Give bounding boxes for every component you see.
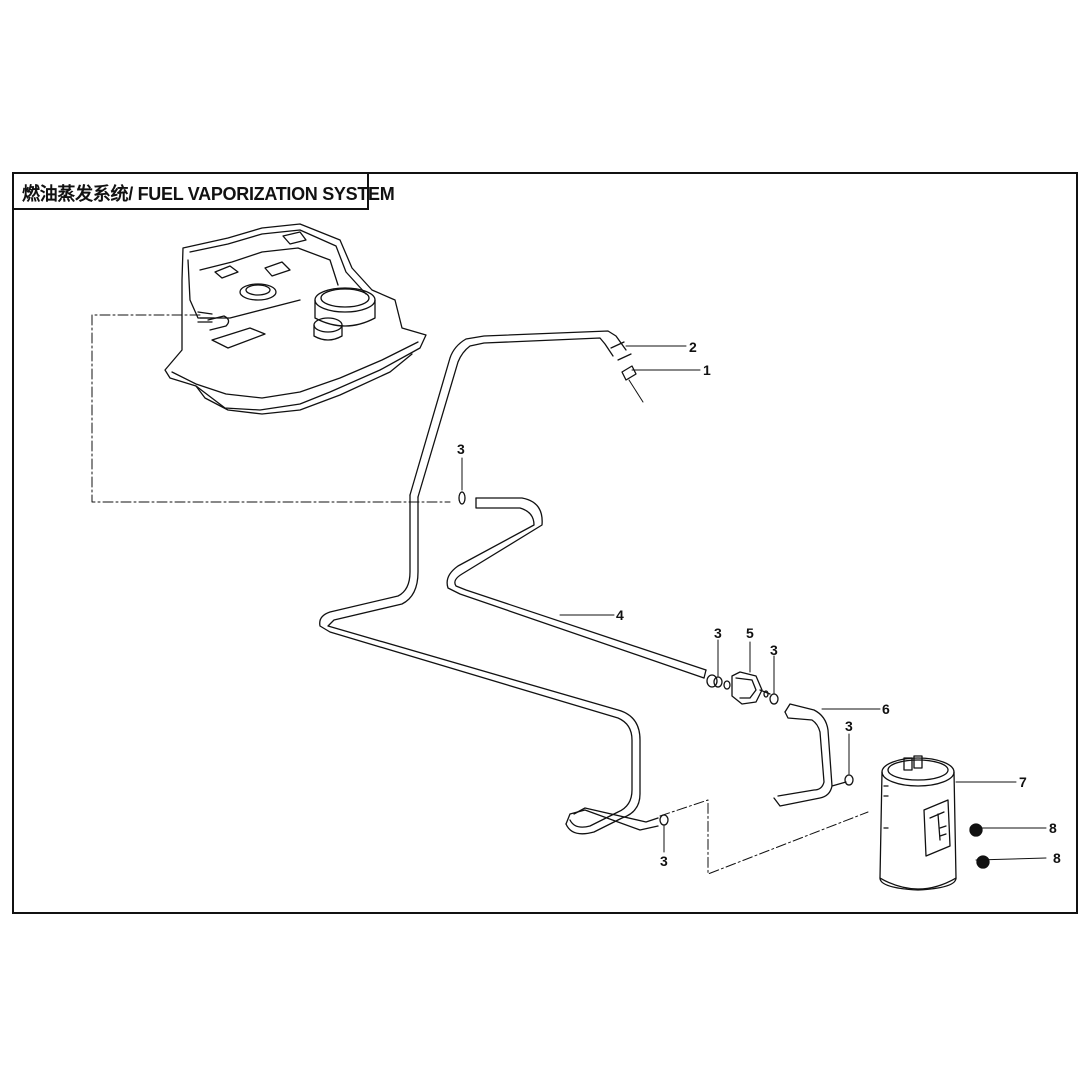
nut-8-lower <box>977 856 989 868</box>
callout-3-bottom: 3 <box>660 853 668 869</box>
leader-tank <box>92 315 450 502</box>
callout-leaders <box>462 346 1046 860</box>
hose-2 <box>410 331 631 497</box>
drawing-frame <box>12 172 1078 914</box>
canister-7 <box>880 756 956 890</box>
valve-5 <box>707 672 778 704</box>
fuel-tank <box>165 224 426 414</box>
hose-4 <box>447 498 706 678</box>
nut-8-upper <box>970 824 982 836</box>
callout-3-right: 3 <box>845 718 853 734</box>
callout-8-lower: 8 <box>1053 850 1061 866</box>
callout-2: 2 <box>689 339 697 355</box>
title-box <box>12 172 369 210</box>
callout-5: 5 <box>746 625 754 641</box>
callout-1: 1 <box>703 362 711 378</box>
clamp-1 <box>622 366 643 402</box>
diagram-title: 燃油蒸发系统/ FUEL VAPORIZATION SYSTEM <box>22 184 395 204</box>
hose-long <box>320 495 658 834</box>
clamp-3-b <box>660 815 668 825</box>
callout-3-mid-left: 3 <box>714 625 722 641</box>
callout-3-top: 3 <box>457 441 465 457</box>
hose-6 <box>774 704 853 806</box>
callout-8-upper: 8 <box>1049 820 1057 836</box>
callout-7: 7 <box>1019 774 1027 790</box>
leader-canister <box>660 800 868 874</box>
callout-4: 4 <box>616 607 624 623</box>
callout-6: 6 <box>882 701 890 717</box>
callout-3-mid-right: 3 <box>770 642 778 658</box>
clamp-3-a <box>459 492 465 504</box>
